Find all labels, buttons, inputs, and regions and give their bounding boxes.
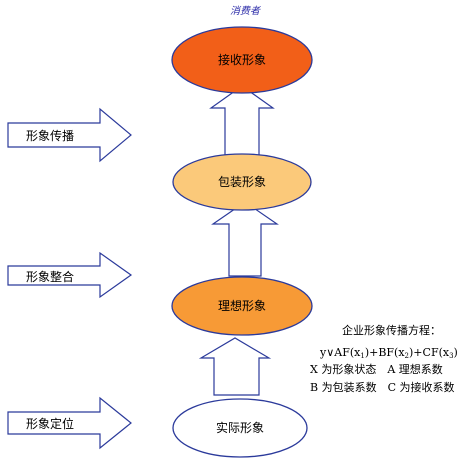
side-arrow-integration bbox=[7, 251, 133, 299]
side-arrow-positioning bbox=[7, 396, 132, 450]
formula-title: 企业形象传播方程： bbox=[342, 323, 441, 337]
stage-label-receive: 接收形象 bbox=[218, 52, 266, 67]
stage-label-package: 包装形象 bbox=[218, 175, 266, 189]
stage-label-ideal: 理想形象 bbox=[218, 298, 266, 313]
up-arrow-1 bbox=[209, 85, 275, 163]
stage-ellipse-actual bbox=[172, 398, 308, 458]
consumer-label: 消费者 bbox=[230, 5, 261, 17]
stage-label-actual: 实际形象 bbox=[216, 420, 264, 435]
side-label-communication: 形象传播 bbox=[26, 128, 74, 143]
side-label-integration: 形象整合 bbox=[26, 269, 74, 284]
side-arrow-communication bbox=[7, 107, 132, 163]
up-arrows bbox=[198, 85, 279, 396]
formula-line-x-a: X 为形象状态 A 理想系数 bbox=[310, 362, 443, 376]
side-label-positioning: 形象定位 bbox=[26, 416, 74, 431]
stage-ellipse-package bbox=[172, 153, 312, 211]
stage-ellipse-receive bbox=[171, 26, 313, 94]
stage-ellipse-ideal bbox=[171, 276, 313, 336]
formula-equation: y∨AF(x1)+BF(x2)+CF(x3) bbox=[319, 346, 458, 360]
formula-line-b-c: B 为包装系数 C 为接收系数 bbox=[310, 380, 455, 394]
up-arrow-3 bbox=[198, 337, 272, 396]
up-arrow-2 bbox=[211, 201, 279, 277]
